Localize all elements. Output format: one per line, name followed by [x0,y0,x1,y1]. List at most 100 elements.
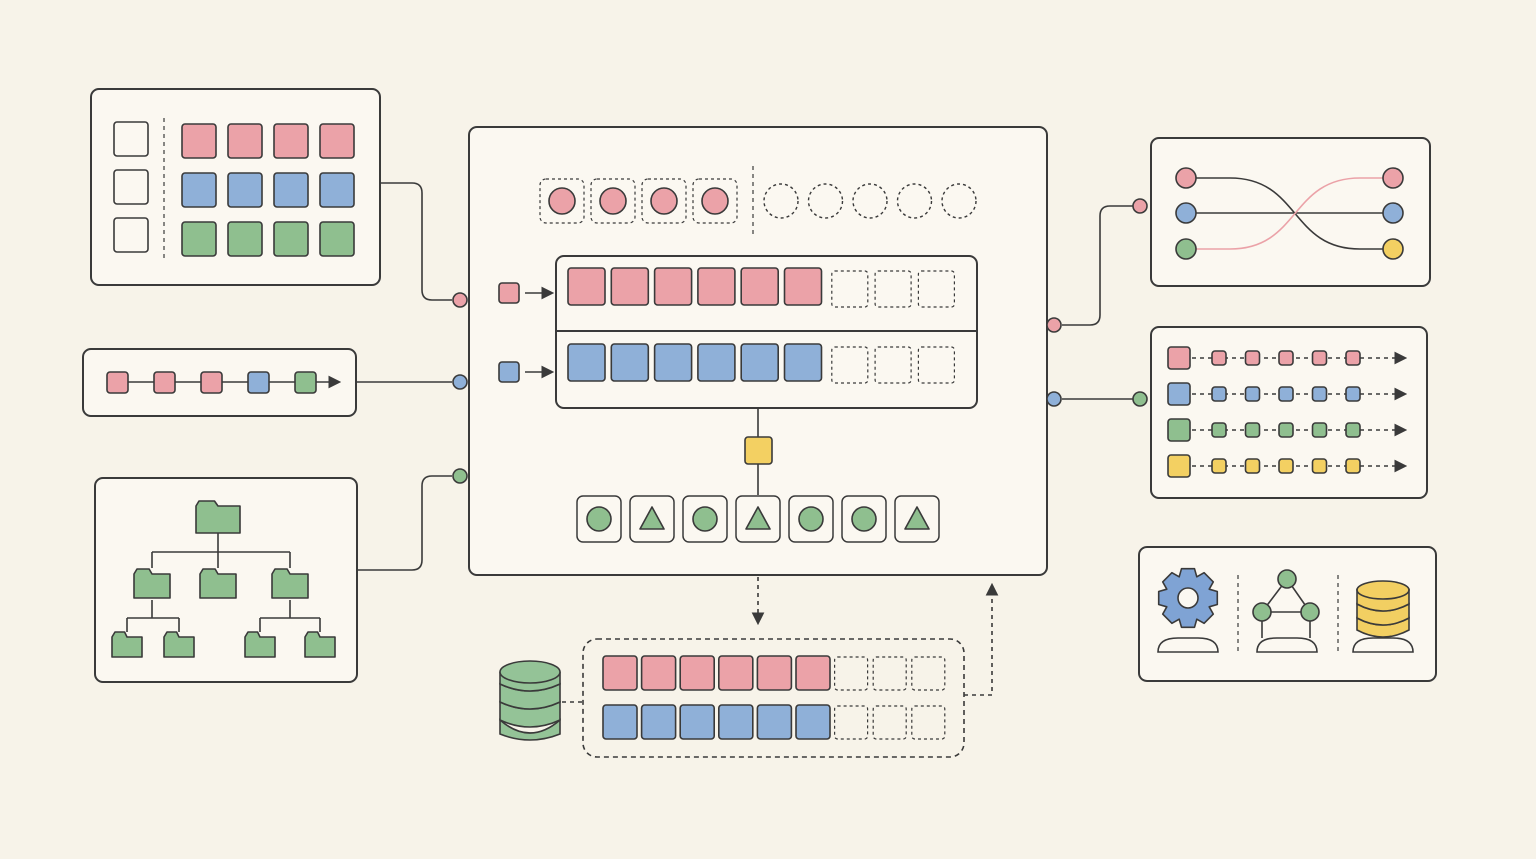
token-filled [548,187,576,215]
buffer-cell-filled [717,655,754,691]
folder-icon [304,631,336,658]
graph-node [1300,602,1320,622]
row-cell-filled [567,343,606,382]
connector-grid-to-core [380,182,452,301]
stream-head [1167,454,1191,478]
stream-item [1244,350,1261,366]
database-top [1356,580,1410,600]
pedestal [1157,637,1219,653]
buffer-cell-filled [602,655,638,691]
row-cell-empty [874,270,912,308]
stream-item [1244,422,1261,438]
row-cell-empty [917,346,956,384]
streams-panel [1132,326,1428,499]
sequence-square [294,371,317,394]
row-cell-filled [610,343,650,382]
port-dot [452,468,468,484]
buffer-cell-filled [756,704,793,740]
folder-icon [244,631,276,658]
empty-slot [113,121,149,157]
grid-cell [227,221,263,257]
sequence-square [247,371,270,394]
stream-item [1278,422,1294,438]
network-graph-icon [1252,569,1320,638]
empty-slot [113,217,149,253]
connector-tree-to-core [357,475,452,571]
circle-shape [798,506,824,532]
graph-edges [1260,577,1312,613]
circle-shape [851,506,877,532]
token-slot [590,178,636,224]
stream-item [1311,422,1328,438]
route-dot [1175,167,1197,189]
folder-icon [163,631,195,658]
sequence-square [200,371,223,394]
database-icon [499,660,561,741]
tools-panel [1138,546,1437,682]
routing-panel [1132,137,1431,287]
port-dot [1046,317,1062,333]
buffer-cell-empty [833,705,869,740]
stream-item [1311,386,1328,402]
database-segment [499,718,561,741]
buffer-cell-filled [795,655,831,691]
row-cell-filled [653,343,693,382]
token-empty [896,183,933,219]
storage-buffer-panel [499,638,965,758]
connectors [356,182,1133,696]
token-filled [599,187,627,215]
buffer-cell-empty [872,656,907,691]
circle-shape [586,506,612,532]
row-cell-empty [831,346,869,384]
route-dot [1382,202,1404,224]
row-cell-filled [567,267,606,306]
port-dot [452,374,468,390]
row-cell-filled [740,267,780,306]
gear-hole [1177,587,1199,609]
buffer-cell-empty [911,656,946,691]
token-filled [701,187,729,215]
row-cell-filled [697,343,736,382]
sequence-square [106,371,129,394]
row-cell-filled [783,343,823,382]
connector-core-to-routing [1062,205,1133,326]
core-processor-panel [468,126,1062,576]
stream-head [1167,418,1191,442]
buffer-cell-filled [679,704,716,740]
row-cell-filled [740,343,780,382]
stream-item [1278,350,1294,366]
row-cell-filled [610,267,650,306]
tree-branch [126,600,180,632]
buffer-cell-filled [717,704,754,740]
folder-icon [271,568,309,599]
grid-cell [319,221,355,257]
stream-item [1278,386,1294,402]
route-dot [1175,238,1197,260]
input-marker [498,361,520,383]
token-slot [539,178,585,224]
pedestal [1352,637,1414,653]
grid-cell [227,123,263,159]
port-dot [452,292,468,308]
token-empty [807,183,844,219]
folder-icon [133,568,171,599]
triangle-shape [639,506,665,530]
row-cell-empty [917,270,956,308]
route-dot [1175,202,1197,224]
route-dot [1382,167,1404,189]
tree-panel [94,468,468,683]
stream-item [1278,458,1294,474]
stream-head [1167,346,1191,370]
stream-item [1244,458,1261,474]
stream-item [1211,422,1227,438]
port-dot [1046,391,1062,407]
row-cell-filled [697,267,736,306]
grid-cell [181,221,217,257]
grid-panel [90,88,468,308]
row-cell-filled [783,267,823,306]
stream-item [1244,386,1261,402]
connector-storage-to-core [964,582,999,696]
input-marker [498,282,520,304]
graph-node [1277,569,1297,589]
